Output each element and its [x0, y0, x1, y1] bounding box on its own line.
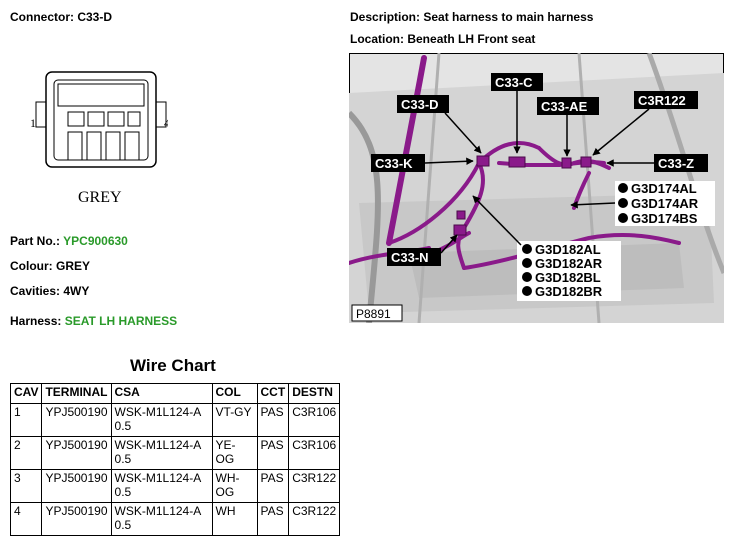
cell-cct: PAS [256, 469, 290, 503]
csa-spec: WSK-M1L124-A [114, 504, 202, 518]
col-line1: VT-GY [215, 405, 252, 419]
col-line1: YE-OG [215, 438, 236, 466]
col-line2: OG [215, 485, 235, 499]
photo-ref: P8891 [356, 307, 391, 321]
location-line: Location: Beneath LH Front seat [350, 32, 535, 46]
ground-center-1: G3D182AR [535, 256, 603, 271]
connector-colour-text: GREY [78, 189, 122, 206]
wire-chart-title: Wire Chart [130, 356, 216, 375]
cell-col: WH [211, 502, 258, 536]
cell-destn: C3R106 [288, 436, 341, 470]
part-number-line: Part No.: YPC900630 [10, 234, 128, 248]
cell-terminal: YPJ500190 [41, 403, 112, 437]
cell-cav: 2 [9, 436, 43, 470]
table-header-row: CAV TERMINAL CSA COL CCT DESTN [9, 383, 341, 404]
description-label: Description: [350, 10, 421, 24]
colour-value: GREY [56, 259, 91, 273]
cavities-value: 4WY [63, 284, 90, 298]
ground-right-0: G3D174AL [631, 181, 697, 196]
col-line1: WH [215, 504, 236, 518]
connector-value: C33-D [77, 10, 113, 24]
cell-cav: 3 [9, 469, 43, 503]
header-csa: CSA [110, 383, 213, 404]
csa-size: 0.5 [114, 485, 132, 499]
ground-right-1: G3D174AR [631, 196, 699, 211]
header-cct: CCT [256, 383, 290, 404]
wire-chart-table: CAV TERMINAL CSA COL CCT DESTN 1 YPJ5001… [9, 383, 341, 536]
col-line1: WH- [215, 471, 240, 485]
cell-terminal: YPJ500190 [41, 469, 112, 503]
connector-label: Connector: [10, 10, 74, 24]
callout-c33c: C33-C [495, 75, 533, 90]
csa-spec: WSK-M1L124-A [114, 438, 202, 452]
description-value: Seat harness to main harness [423, 10, 594, 24]
location-label: Location: [350, 32, 404, 46]
csa-spec: WSK-M1L124-A [114, 471, 202, 485]
header-terminal: TERMINAL [41, 383, 112, 404]
csa-size: 0.5 [114, 419, 132, 433]
harness-label: Harness: [10, 314, 62, 328]
cell-terminal: YPJ500190 [41, 502, 112, 536]
cell-terminal: YPJ500190 [41, 436, 112, 470]
harness-line: Harness: SEAT LH HARNESS [10, 314, 177, 328]
cavities-line: Cavities: 4WY [10, 284, 89, 298]
callout-c33k: C33-K [375, 156, 413, 171]
cell-col: VT-GY [211, 403, 258, 437]
csa-spec: WSK-M1L124-A [114, 405, 202, 419]
callout-c33ae: C33-AE [541, 99, 588, 114]
cell-destn: C3R122 [288, 502, 341, 536]
callout-c33d: C33-D [401, 97, 439, 112]
ground-center-0: G3D182AL [535, 242, 601, 257]
cell-cav: 1 [9, 403, 43, 437]
cell-col: YE-OG [211, 436, 258, 470]
cell-destn: C3R122 [288, 469, 341, 503]
ground-right-2: G3D174BS [631, 211, 698, 226]
part-label: Part No.: [10, 234, 61, 248]
connector-face-diagram: 1 4 GREY [30, 71, 168, 206]
callout-c33n: C33-N [391, 250, 429, 265]
cell-cct: PAS [256, 502, 290, 536]
ground-center-2: G3D182BL [535, 270, 601, 285]
part-value: YPC900630 [63, 234, 128, 248]
cell-destn: C3R106 [288, 403, 341, 437]
header-cav: CAV [9, 383, 43, 404]
csa-size: 0.5 [114, 452, 132, 466]
cell-cct: PAS [256, 436, 290, 470]
connector-line: Connector: C33-D [10, 10, 112, 24]
colour-label: Colour: [10, 259, 53, 273]
callout-c3r122: C3R122 [638, 93, 686, 108]
colour-line: Colour: GREY [10, 259, 90, 273]
pin-4-label: 4 [164, 116, 168, 130]
csa-size: 0.5 [114, 518, 132, 532]
location-photo: C33-D C33-C C33-AE C3R122 C33-K C33-Z C3… [349, 53, 724, 323]
description-line: Description: Seat harness to main harnes… [350, 10, 593, 24]
cell-cct: PAS [256, 403, 290, 437]
cavities-label: Cavities: [10, 284, 61, 298]
cell-cav: 4 [9, 502, 43, 536]
pin-1-label: 1 [30, 116, 36, 130]
callout-c33z: C33-Z [658, 156, 694, 171]
header-destn: DESTN [288, 383, 341, 404]
header-col: COL [211, 383, 258, 404]
location-value: Beneath LH Front seat [407, 32, 536, 46]
harness-value: SEAT LH HARNESS [64, 314, 178, 328]
cell-col: WH-OG [211, 469, 258, 503]
ground-center-3: G3D182BR [535, 284, 603, 299]
